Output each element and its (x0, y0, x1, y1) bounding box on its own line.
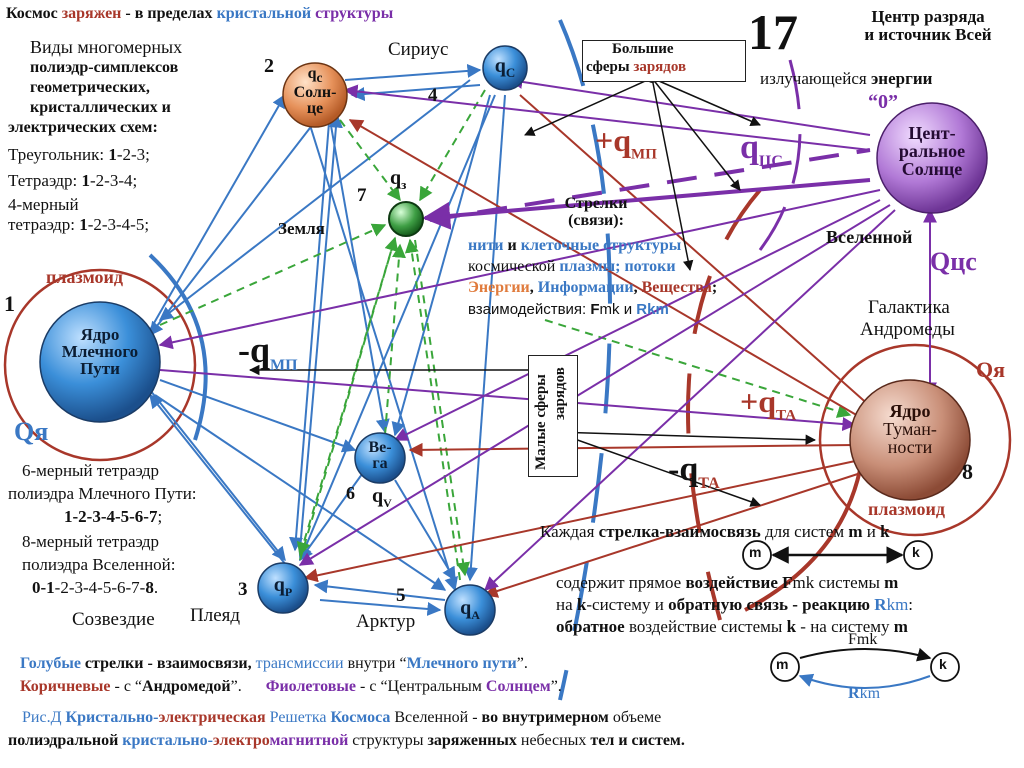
left-info-l2: полиэдр-симплексов (30, 59, 179, 76)
milky-charge: Qя (14, 417, 49, 446)
page-number: 17 (748, 4, 798, 60)
small-spheres-l2: зарядов (552, 367, 568, 420)
pleiades-caption2: Плеяд (190, 605, 241, 626)
rn-l4: обратное воздействие системы k - на сист… (556, 617, 908, 636)
m-label-1: m (749, 544, 762, 560)
small-spheres-box (528, 355, 578, 477)
pleiades-node (257, 562, 309, 614)
left-info-triangle: Треугольник: 1-2-3; (8, 145, 150, 164)
big-spheres-l2: сферы зарядов (586, 59, 687, 75)
small-spheres-l1: Малые сферы (533, 374, 549, 470)
center-title: Центр разряда и источник Всей (864, 7, 992, 44)
andromeda-caption1: Галактика (868, 297, 950, 318)
left-info-tetra: Тетраэдр: 1-2-3-4; (8, 171, 138, 190)
bl-l3: 1-2-3-4-5-6-7; (64, 507, 163, 526)
sun-node (282, 62, 348, 128)
arcturus-number: 5 (396, 585, 406, 606)
earth-label: qз (390, 167, 407, 192)
left-info-4d-tetra: тетраэдр: 1-2-3-4-5; (8, 215, 150, 234)
sirius-node (482, 45, 528, 91)
andromeda-plasmoid: плазмоид (868, 499, 945, 519)
earth-caption: Земля (278, 219, 325, 238)
arrows-l4: взаимодействия: Fmk и Rkm (468, 301, 669, 318)
rn-l3: на k-систему и обратную связь - реакцию … (556, 595, 914, 614)
bl-l5: полиэдра Вселенной: (22, 555, 176, 574)
vega-number: 6 (346, 483, 355, 503)
vega-charge: qV (372, 485, 392, 510)
legend-l1: Голубые стрелки - взаимосвязи, трансмисс… (20, 655, 528, 672)
minus-q-ta: -qТА (668, 451, 720, 492)
header-title: Космос заряжен - в пределах кристальной … (6, 5, 394, 22)
legend-l2: Коричневые - с “Андромедой”. Фиолетовые … (20, 678, 562, 695)
left-info-l5: электрических схем: (8, 119, 158, 136)
pleiades-caption1: Созвездие (72, 609, 155, 630)
left-info-l4: кристаллических и (30, 99, 171, 116)
q-cs: qЦС (740, 129, 783, 170)
plus-q-mp: +qМП (595, 122, 657, 163)
left-info-l1: Виды многомерных (30, 37, 183, 57)
plus-q-ta: +qТА (740, 383, 797, 424)
sirius-caption: Сириус (388, 39, 449, 60)
big-spheres-box (582, 40, 746, 82)
earth-node (388, 201, 424, 237)
arrows-l2: космической плазмы; потоки (468, 258, 676, 275)
sun-number: 2 (264, 55, 274, 77)
bl-l6: 0-1-2-3-4-5-6-7-8. (32, 578, 159, 597)
pleiades-number: 3 (238, 579, 248, 600)
zero-label: “0” (868, 91, 898, 113)
fmk-label: Fmk (848, 631, 878, 648)
bl-l1: 6-мерный тетраэдр (22, 461, 160, 480)
andromeda-number: 8 (962, 459, 973, 484)
arrows-l3: Энергии, Информации, Вещества; (468, 279, 718, 296)
milky-way-node (39, 301, 161, 423)
rn-l2: содержит прямое воздействие Fmk системы … (556, 573, 899, 592)
andromeda-node (849, 379, 971, 501)
arrows-l1: нити и клеточные структуры (468, 237, 682, 254)
center-title-line3: излучающейся энергии (760, 69, 933, 88)
andromeda-charge: Qя (976, 357, 1006, 382)
minus-q-mp: -qМП (238, 330, 298, 375)
left-info-l3: геометрических, (30, 79, 150, 96)
k-label-1: k (912, 544, 920, 560)
m-label-2: m (776, 656, 789, 672)
central-sun-node (876, 102, 988, 214)
andromeda-caption2: Андромеды (860, 319, 955, 340)
universe-label: Вселенной (826, 227, 913, 247)
vega-node (354, 432, 406, 484)
Q-cs: Qцс (930, 247, 977, 276)
milky-number: 1 (4, 291, 15, 316)
k-label-2: k (939, 656, 947, 672)
big-spheres-l1: Большие (612, 41, 674, 57)
milky-plasmoid: плазмоид (46, 267, 123, 287)
rkm-label: Rkm (848, 685, 881, 702)
arcturus-caption: Арктур (356, 611, 416, 632)
caption-l2: полиэдральной кристально-электромагнитно… (8, 732, 685, 749)
sirius-number: 4 (428, 85, 438, 106)
left-info-4d: 4-мерный (8, 195, 79, 214)
arcturus-node (444, 584, 496, 636)
bl-l4: 8-мерный тетраэдр (22, 532, 160, 551)
bl-l2: полиэдра Млечного Пути: (8, 484, 197, 503)
rn-l1: Каждая стрелка-взаимосвязь для систем m … (540, 522, 890, 541)
earth-number: 7 (357, 185, 367, 206)
caption-l1: Рис.Д Кристально-электрическая Решетка К… (22, 709, 662, 726)
arrows-title: Стрелки (связи): (564, 195, 628, 229)
